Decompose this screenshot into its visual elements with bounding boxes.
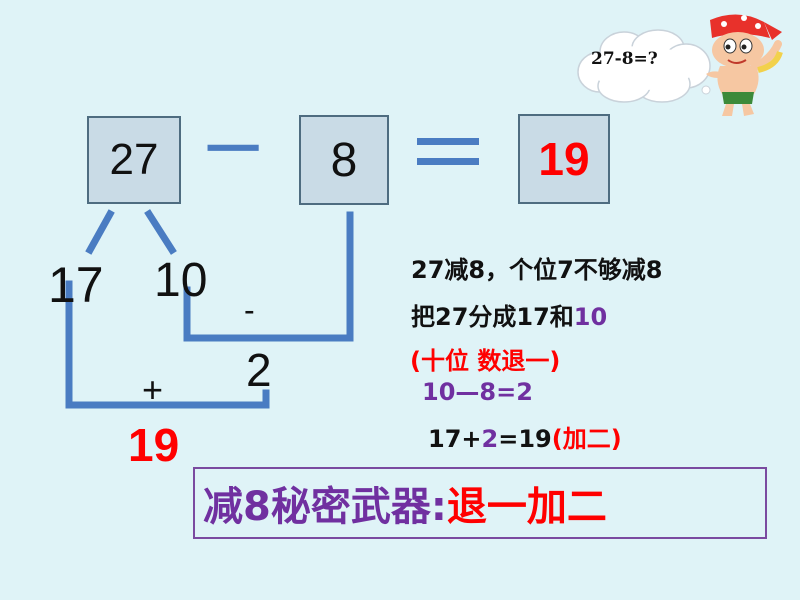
minus-operator: -: [244, 292, 255, 328]
thought-cloud-icon: [577, 29, 711, 103]
result-value: 19: [538, 133, 590, 185]
note-line-2: 把27分成17和10: [411, 297, 607, 332]
note-line-2-ten: 10: [573, 303, 608, 331]
equals-sign: [417, 118, 479, 168]
note-line-5-a: 17+: [428, 425, 482, 453]
note-line-5-c: =19: [498, 425, 552, 453]
minuend-box: 27: [87, 116, 181, 204]
secret-rule: 退一加二: [446, 484, 607, 530]
subtrahend-value: 8: [330, 133, 358, 187]
note-line-5-b: 2: [481, 425, 499, 453]
secret-rule-box: 减8秘密武器:退一加二: [193, 467, 767, 539]
difference-value: 2: [246, 344, 272, 396]
note-line-5: 17+2=19(加二): [428, 419, 622, 454]
result-box: 19: [518, 114, 610, 204]
note-line-4: 10—8=2: [422, 378, 533, 406]
note-line-2-text: 把27分成17和: [411, 303, 574, 331]
minus-sign: 一: [206, 119, 260, 182]
cartoon-pirate-icon: [706, 14, 783, 116]
final-result: 19: [128, 419, 180, 471]
split-part-left: 17: [48, 257, 104, 313]
minuend-value: 27: [109, 135, 159, 184]
plus-operator: +: [142, 369, 164, 410]
speech-bubble-text: 27-8=?: [591, 49, 658, 69]
split-part-right: 10: [154, 254, 208, 307]
secret-label: 减8秘密武器:: [203, 484, 447, 530]
subtrahend-box: 8: [299, 115, 389, 205]
note-line-1: 27减8，个位7不够减8: [411, 256, 663, 284]
note-line-5-d: (加二): [551, 425, 622, 453]
note-line-3: (十位 数退一): [410, 347, 561, 375]
